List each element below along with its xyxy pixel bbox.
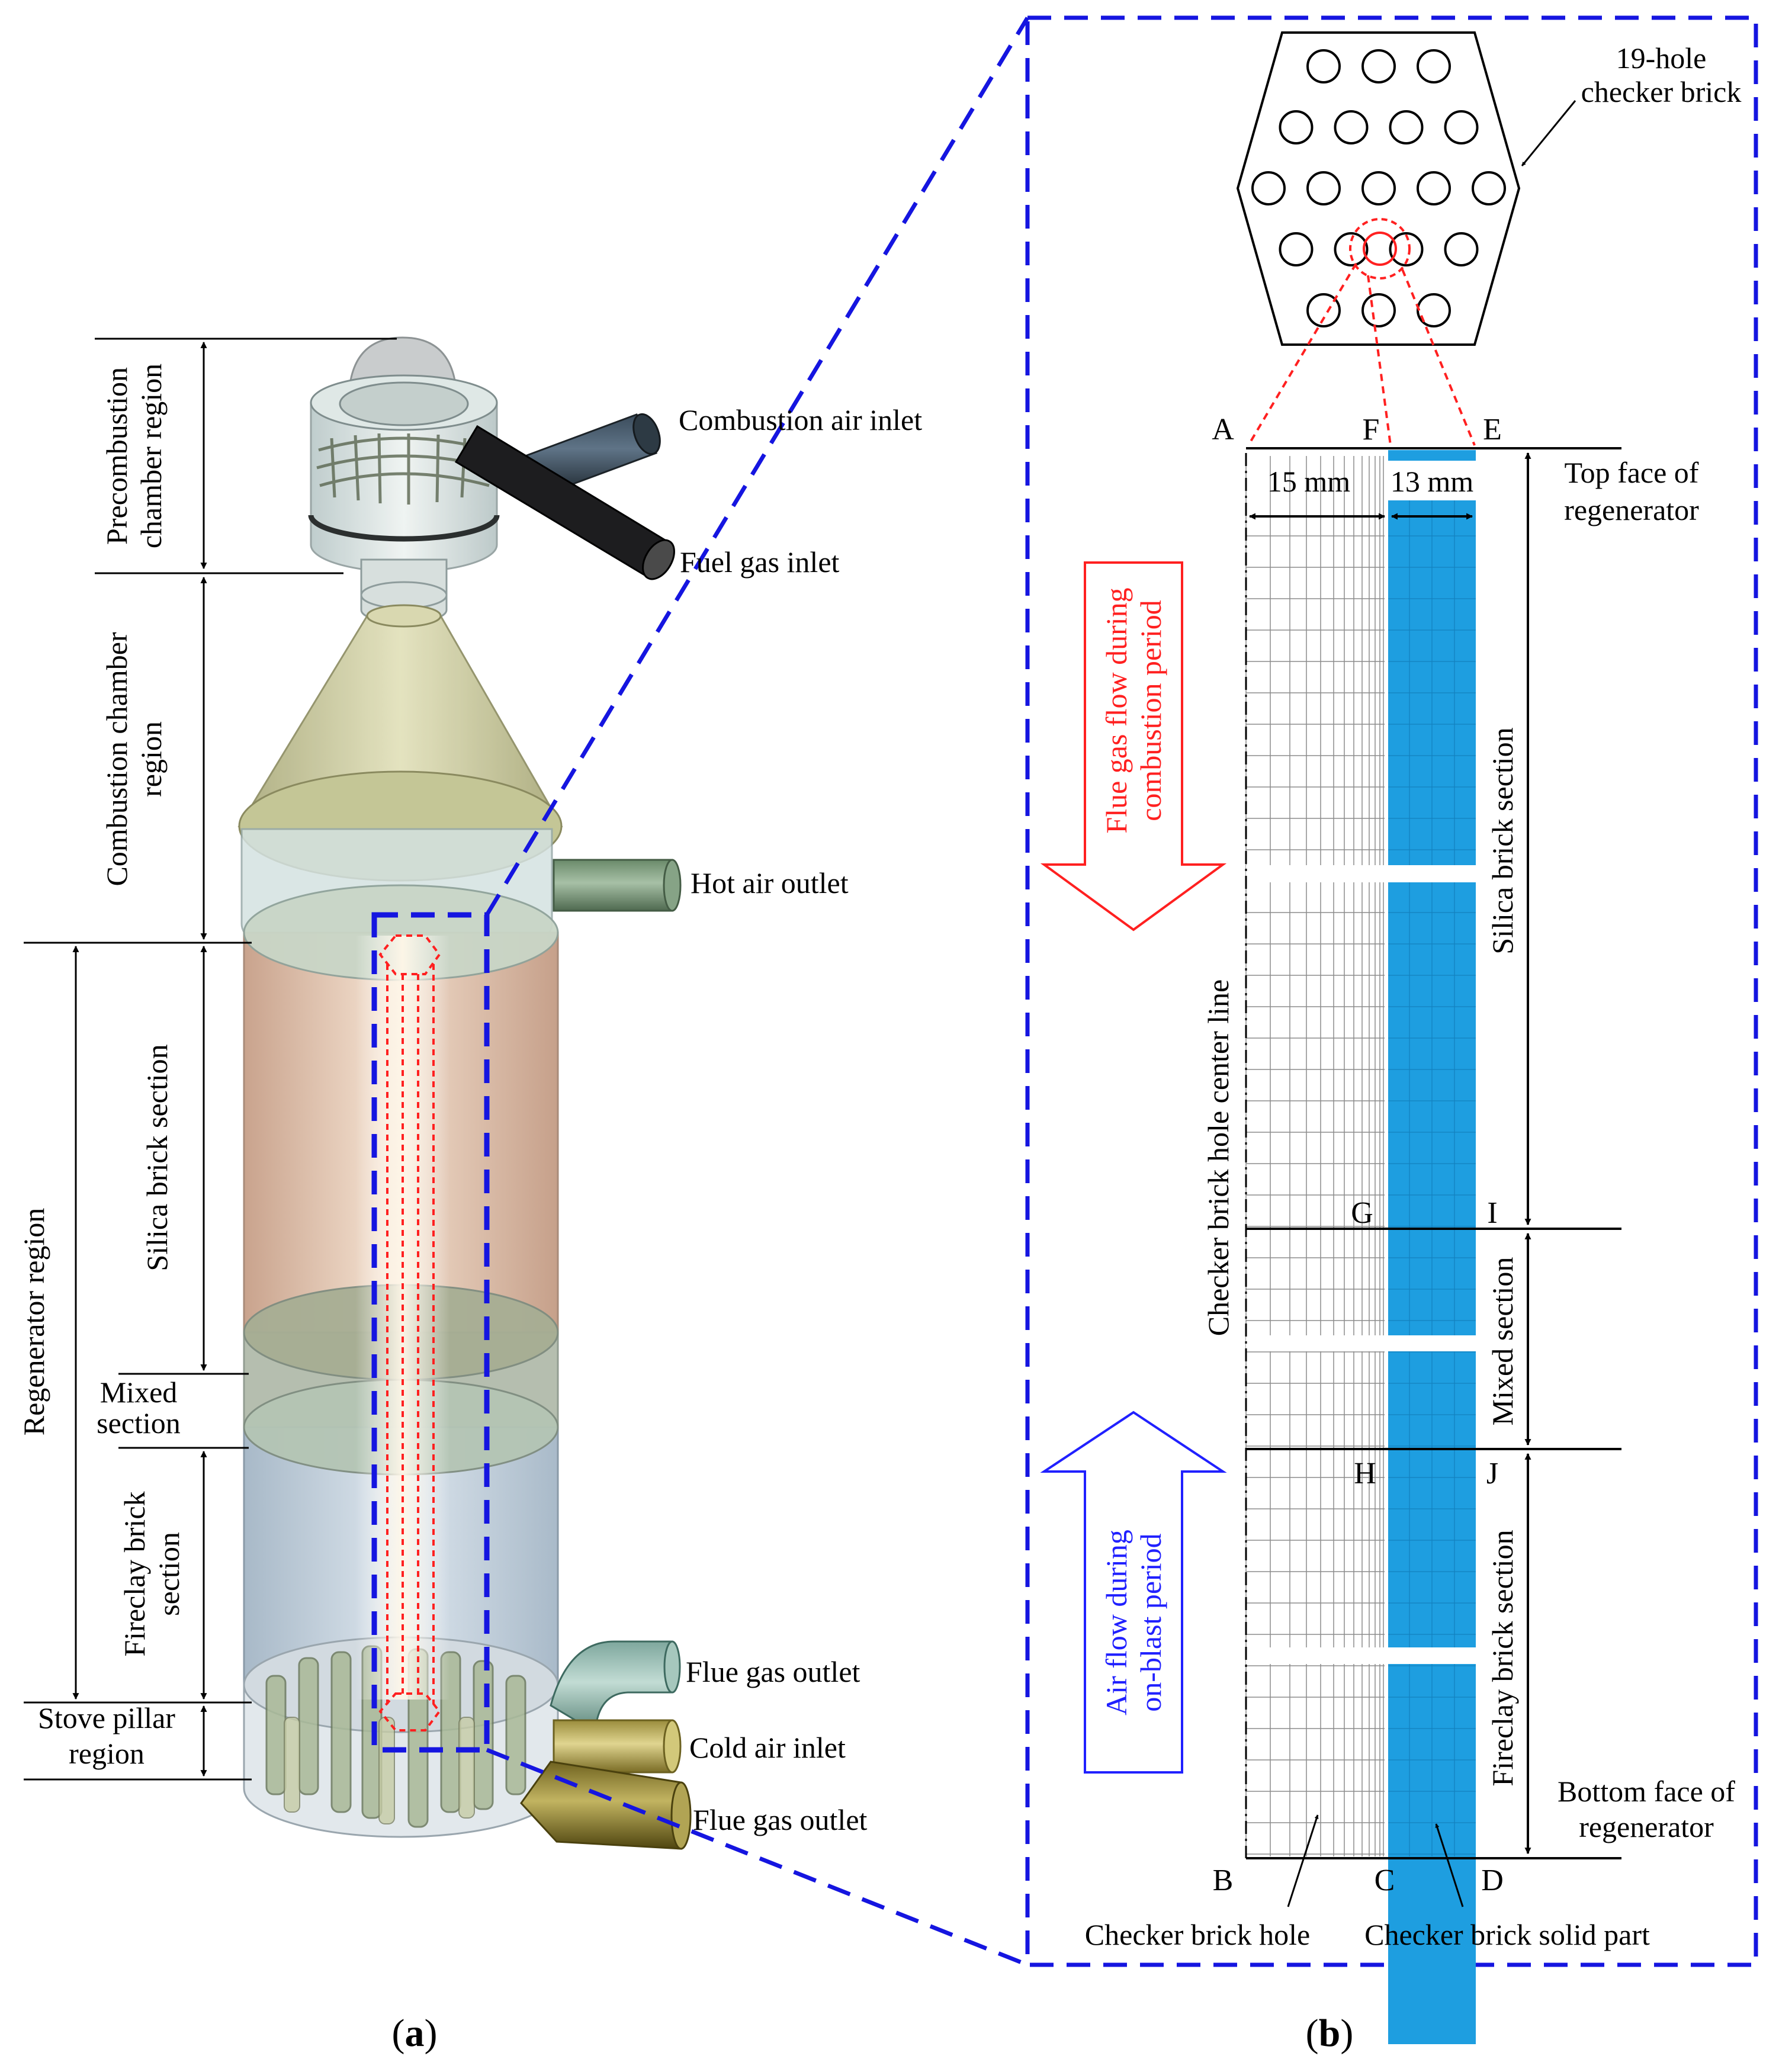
checker-hole bbox=[1389, 110, 1424, 144]
flue-gas-outlet-upper-pipe bbox=[550, 1640, 681, 1734]
svg-text:Combustion chamber: Combustion chamber bbox=[100, 632, 133, 886]
svg-text:Checker brick hole center line: Checker brick hole center line bbox=[1202, 979, 1235, 1337]
checker-hole bbox=[1306, 171, 1341, 205]
svg-text:Regenerator region: Regenerator region bbox=[17, 1208, 50, 1436]
label-combustion-chamber-region: Combustion chamber region bbox=[100, 632, 168, 886]
checker-hole bbox=[1472, 171, 1506, 205]
point-d: D bbox=[1481, 1864, 1504, 1897]
fuel-gas-pipe bbox=[454, 425, 675, 580]
label-top-face-line1: Top face of bbox=[1565, 456, 1699, 489]
checker-hole bbox=[1361, 171, 1396, 205]
svg-text:chamber region: chamber region bbox=[134, 364, 168, 548]
dim-solid-width: 13 mm bbox=[1391, 465, 1473, 498]
stove-model bbox=[237, 336, 692, 1850]
label-hot-air-outlet: Hot air outlet bbox=[691, 866, 849, 900]
checker-hole bbox=[1251, 171, 1286, 205]
checker-hole bbox=[1279, 232, 1314, 266]
checker-hole bbox=[1444, 110, 1479, 144]
cold-air-pipe bbox=[553, 1719, 682, 1774]
label-bottom-face-line2: regenerator bbox=[1579, 1810, 1714, 1843]
checker-hole bbox=[1389, 232, 1424, 266]
zoom-region-box bbox=[371, 912, 490, 1753]
point-e: E bbox=[1483, 413, 1502, 446]
label-mixed-line1: Mixed bbox=[100, 1376, 178, 1409]
label-bottom-face-line1: Bottom face of bbox=[1558, 1775, 1735, 1808]
svg-text:Precombustion: Precombustion bbox=[100, 367, 133, 545]
checker-brick-solid-part bbox=[1388, 450, 1476, 2044]
label-mixed-section-b: Mixed section bbox=[1486, 1257, 1519, 1426]
checker-hole bbox=[1361, 49, 1396, 83]
checker-hole bbox=[1361, 293, 1396, 327]
caption-a: (a) bbox=[392, 2012, 438, 2055]
checker-hole bbox=[1417, 293, 1451, 327]
checker-brick-top-view bbox=[1236, 31, 1521, 446]
svg-text:Silica brick section: Silica brick section bbox=[1486, 727, 1519, 954]
svg-text:combustion period: combustion period bbox=[1134, 600, 1167, 821]
panel-b-frame bbox=[1025, 15, 1758, 1967]
label-flue-gas-flow: Flue gas flow during combustion period bbox=[1100, 587, 1167, 833]
point-j: J bbox=[1486, 1457, 1498, 1490]
label-stove-line2: region bbox=[69, 1737, 144, 1770]
checker-hole bbox=[1334, 110, 1369, 144]
label-regenerator-region: Regenerator region bbox=[17, 1208, 50, 1436]
label-air-flow: Air flow during on-blast period bbox=[1100, 1530, 1167, 1716]
label-top-face-line2: regenerator bbox=[1564, 493, 1699, 526]
dim-hole-width: 15 mm bbox=[1267, 465, 1350, 498]
label-center-line: Checker brick hole center line bbox=[1202, 979, 1235, 1337]
dome bbox=[348, 336, 457, 389]
label-combustion-air-inlet: Combustion air inlet bbox=[679, 403, 922, 436]
caption-b: (b) bbox=[1306, 2012, 1354, 2055]
flue-gas-flow-arrow bbox=[1040, 561, 1227, 931]
label-fireclay-section-b: Fireclay brick section bbox=[1486, 1530, 1519, 1786]
label-flue-gas-outlet-lower: Flue gas outlet bbox=[693, 1803, 868, 1836]
point-h: H bbox=[1354, 1457, 1376, 1490]
point-g: G bbox=[1351, 1196, 1373, 1230]
checker-hole bbox=[1306, 293, 1341, 327]
label-brick-line2: checker brick bbox=[1581, 75, 1742, 108]
checker-hole bbox=[1417, 49, 1451, 83]
svg-text:Mixed section: Mixed section bbox=[1486, 1257, 1519, 1426]
label-cold-air-inlet: Cold air inlet bbox=[689, 1731, 846, 1764]
svg-text:Fireclay brick section: Fireclay brick section bbox=[1486, 1530, 1519, 1786]
label-silica-section-a: Silica brick section bbox=[140, 1044, 174, 1271]
svg-text:Fireclay brick: Fireclay brick bbox=[118, 1491, 151, 1656]
flow-channel bbox=[378, 934, 441, 1732]
label-checker-brick-solid: Checker brick solid part bbox=[1364, 1918, 1650, 1951]
label-fireclay-section-a: Fireclay brick section bbox=[118, 1491, 185, 1656]
air-flow-arrow bbox=[1040, 1411, 1227, 1774]
checker-brick-hole-grid bbox=[1245, 456, 1385, 1856]
hot-air-pipe bbox=[553, 859, 682, 912]
point-b: B bbox=[1213, 1864, 1234, 1897]
section-lines bbox=[1246, 447, 1621, 1859]
label-precombustion-region: Precombustion chamber region bbox=[100, 364, 168, 548]
svg-text:Silica brick section: Silica brick section bbox=[140, 1044, 174, 1271]
label-silica-section-b: Silica brick section bbox=[1486, 727, 1519, 954]
svg-text:Flue gas flow during: Flue gas flow during bbox=[1100, 587, 1133, 833]
svg-text:Air flow during: Air flow during bbox=[1100, 1530, 1133, 1716]
checker-hole bbox=[1444, 232, 1479, 266]
checker-hole bbox=[1306, 49, 1341, 83]
svg-text:on-blast period: on-blast period bbox=[1134, 1533, 1167, 1711]
svg-text:section: section bbox=[152, 1532, 185, 1616]
label-stove-line1: Stove pillar bbox=[38, 1701, 175, 1734]
checker-hole bbox=[1417, 171, 1451, 205]
point-i: I bbox=[1487, 1196, 1497, 1230]
point-c: C bbox=[1375, 1864, 1395, 1897]
label-fuel-gas-inlet: Fuel gas inlet bbox=[680, 545, 840, 579]
svg-text:region: region bbox=[134, 721, 168, 797]
label-mixed-line2: section bbox=[97, 1406, 181, 1440]
label-flue-gas-outlet-upper: Flue gas outlet bbox=[686, 1655, 860, 1688]
dimension-lines-a bbox=[24, 338, 397, 1781]
point-a: A bbox=[1212, 413, 1234, 446]
point-f: F bbox=[1363, 413, 1380, 446]
label-checker-brick-hole: Checker brick hole bbox=[1085, 1918, 1310, 1951]
checker-hole bbox=[1279, 110, 1314, 144]
label-brick-line1: 19-hole bbox=[1616, 41, 1707, 75]
zoom-connectors bbox=[485, 17, 1029, 1967]
flue-gas-outlet-lower-pipe bbox=[520, 1761, 692, 1850]
